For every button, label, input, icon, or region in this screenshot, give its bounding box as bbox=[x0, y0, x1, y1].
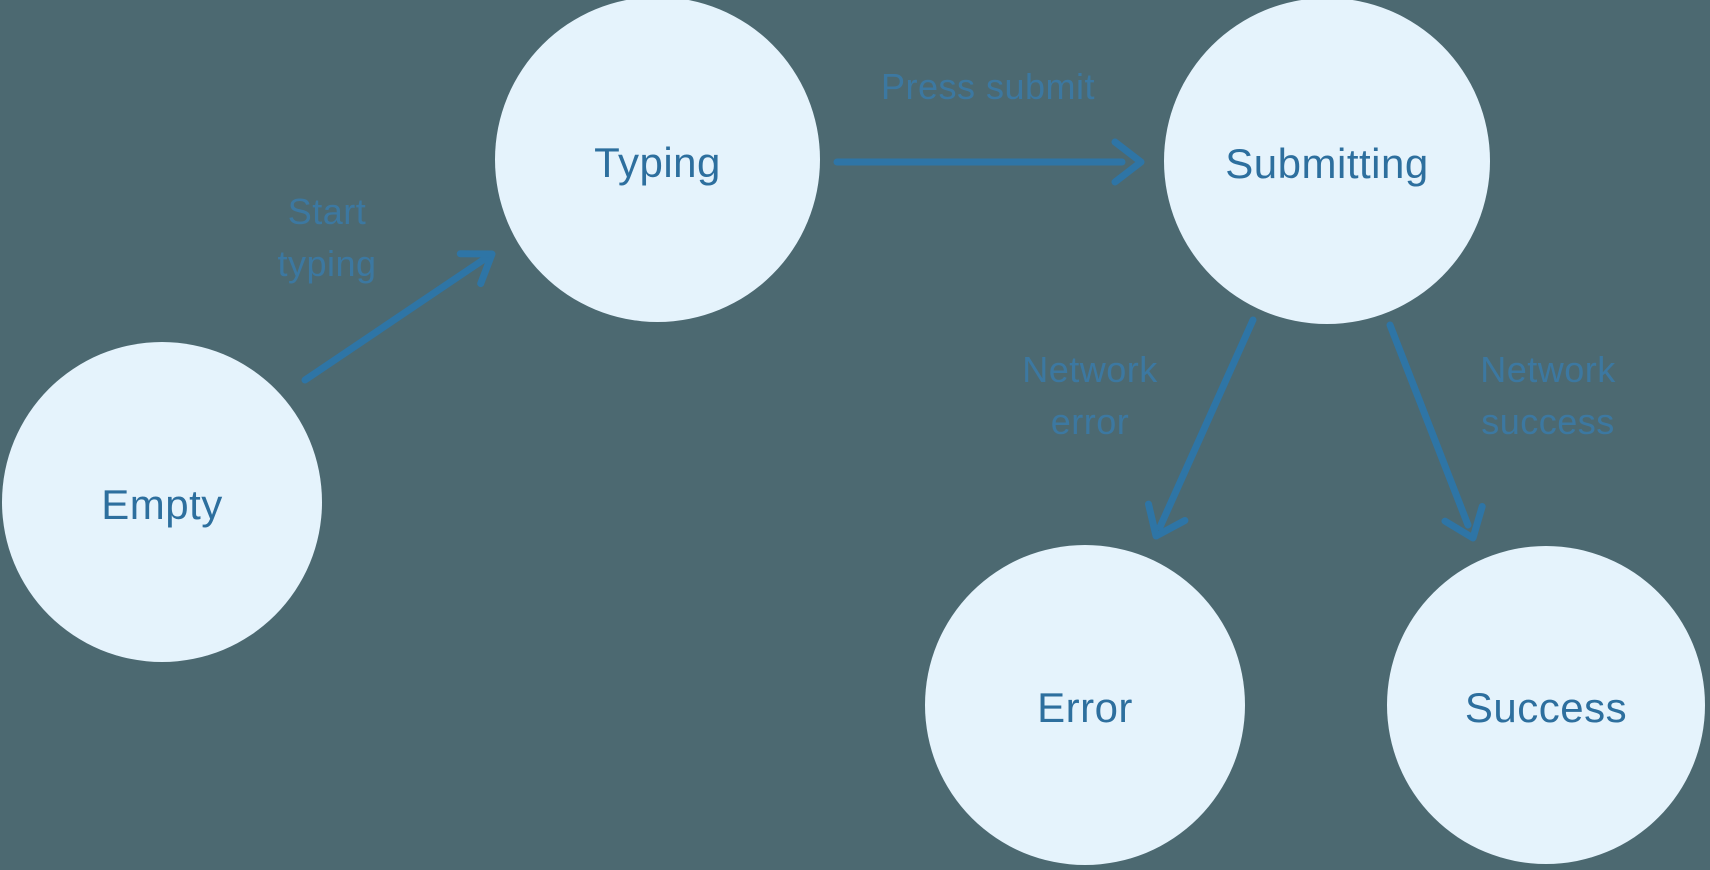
node-success: Success bbox=[1387, 546, 1705, 864]
node-submitting: Submitting bbox=[1164, 0, 1490, 324]
edge-label-start-typing: Start typing bbox=[277, 191, 377, 284]
edge-label-press-submit: Press submit bbox=[880, 66, 1096, 107]
edge-label-network-error: Network error bbox=[1022, 349, 1158, 442]
edge-label-network-success: Network success bbox=[1480, 349, 1616, 442]
node-empty-label: Empty bbox=[101, 481, 223, 528]
node-error-label: Error bbox=[1037, 684, 1133, 731]
node-empty: Empty bbox=[2, 342, 322, 662]
node-success-label: Success bbox=[1464, 684, 1628, 731]
node-typing-label: Typing bbox=[594, 138, 721, 186]
arrow-press-submit bbox=[833, 138, 1145, 186]
node-error: Error bbox=[925, 545, 1245, 865]
node-typing: Typing bbox=[495, 0, 820, 322]
node-submitting-label: Submitting bbox=[1225, 140, 1429, 187]
